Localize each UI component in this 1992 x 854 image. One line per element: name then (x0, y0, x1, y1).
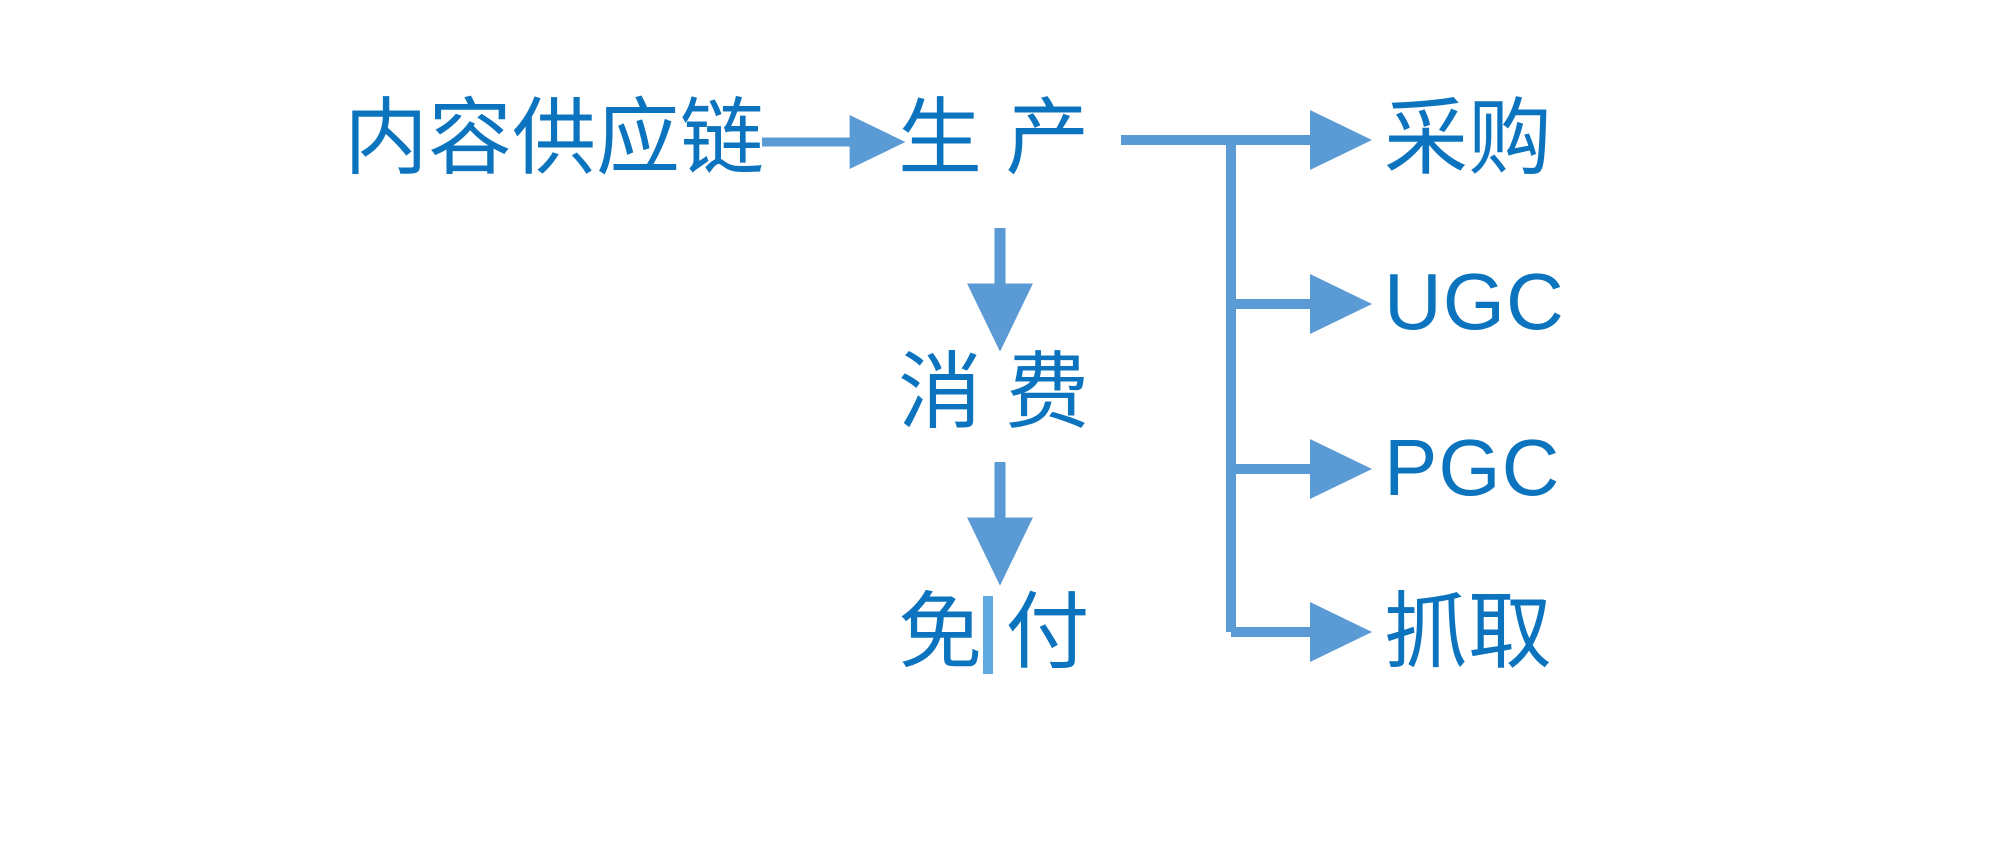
bracket-production-to-branches (1121, 110, 1372, 662)
text-caret (983, 596, 993, 674)
node-consumption[interactable]: 消 费 (898, 345, 1090, 439)
node-branch-ugc[interactable]: UGC (1384, 257, 1565, 346)
node-branch-procurement[interactable]: 采购 (1384, 91, 1553, 185)
node-branch-pgc[interactable]: PGC (1384, 423, 1561, 512)
node-production[interactable]: 生 产 (898, 91, 1090, 185)
node-free-paid[interactable]: 免 付 (898, 585, 1090, 679)
node-content-supply-chain[interactable]: 内容供应链 (344, 91, 765, 185)
node-branch-crawl[interactable]: 抓取 (1384, 585, 1553, 679)
